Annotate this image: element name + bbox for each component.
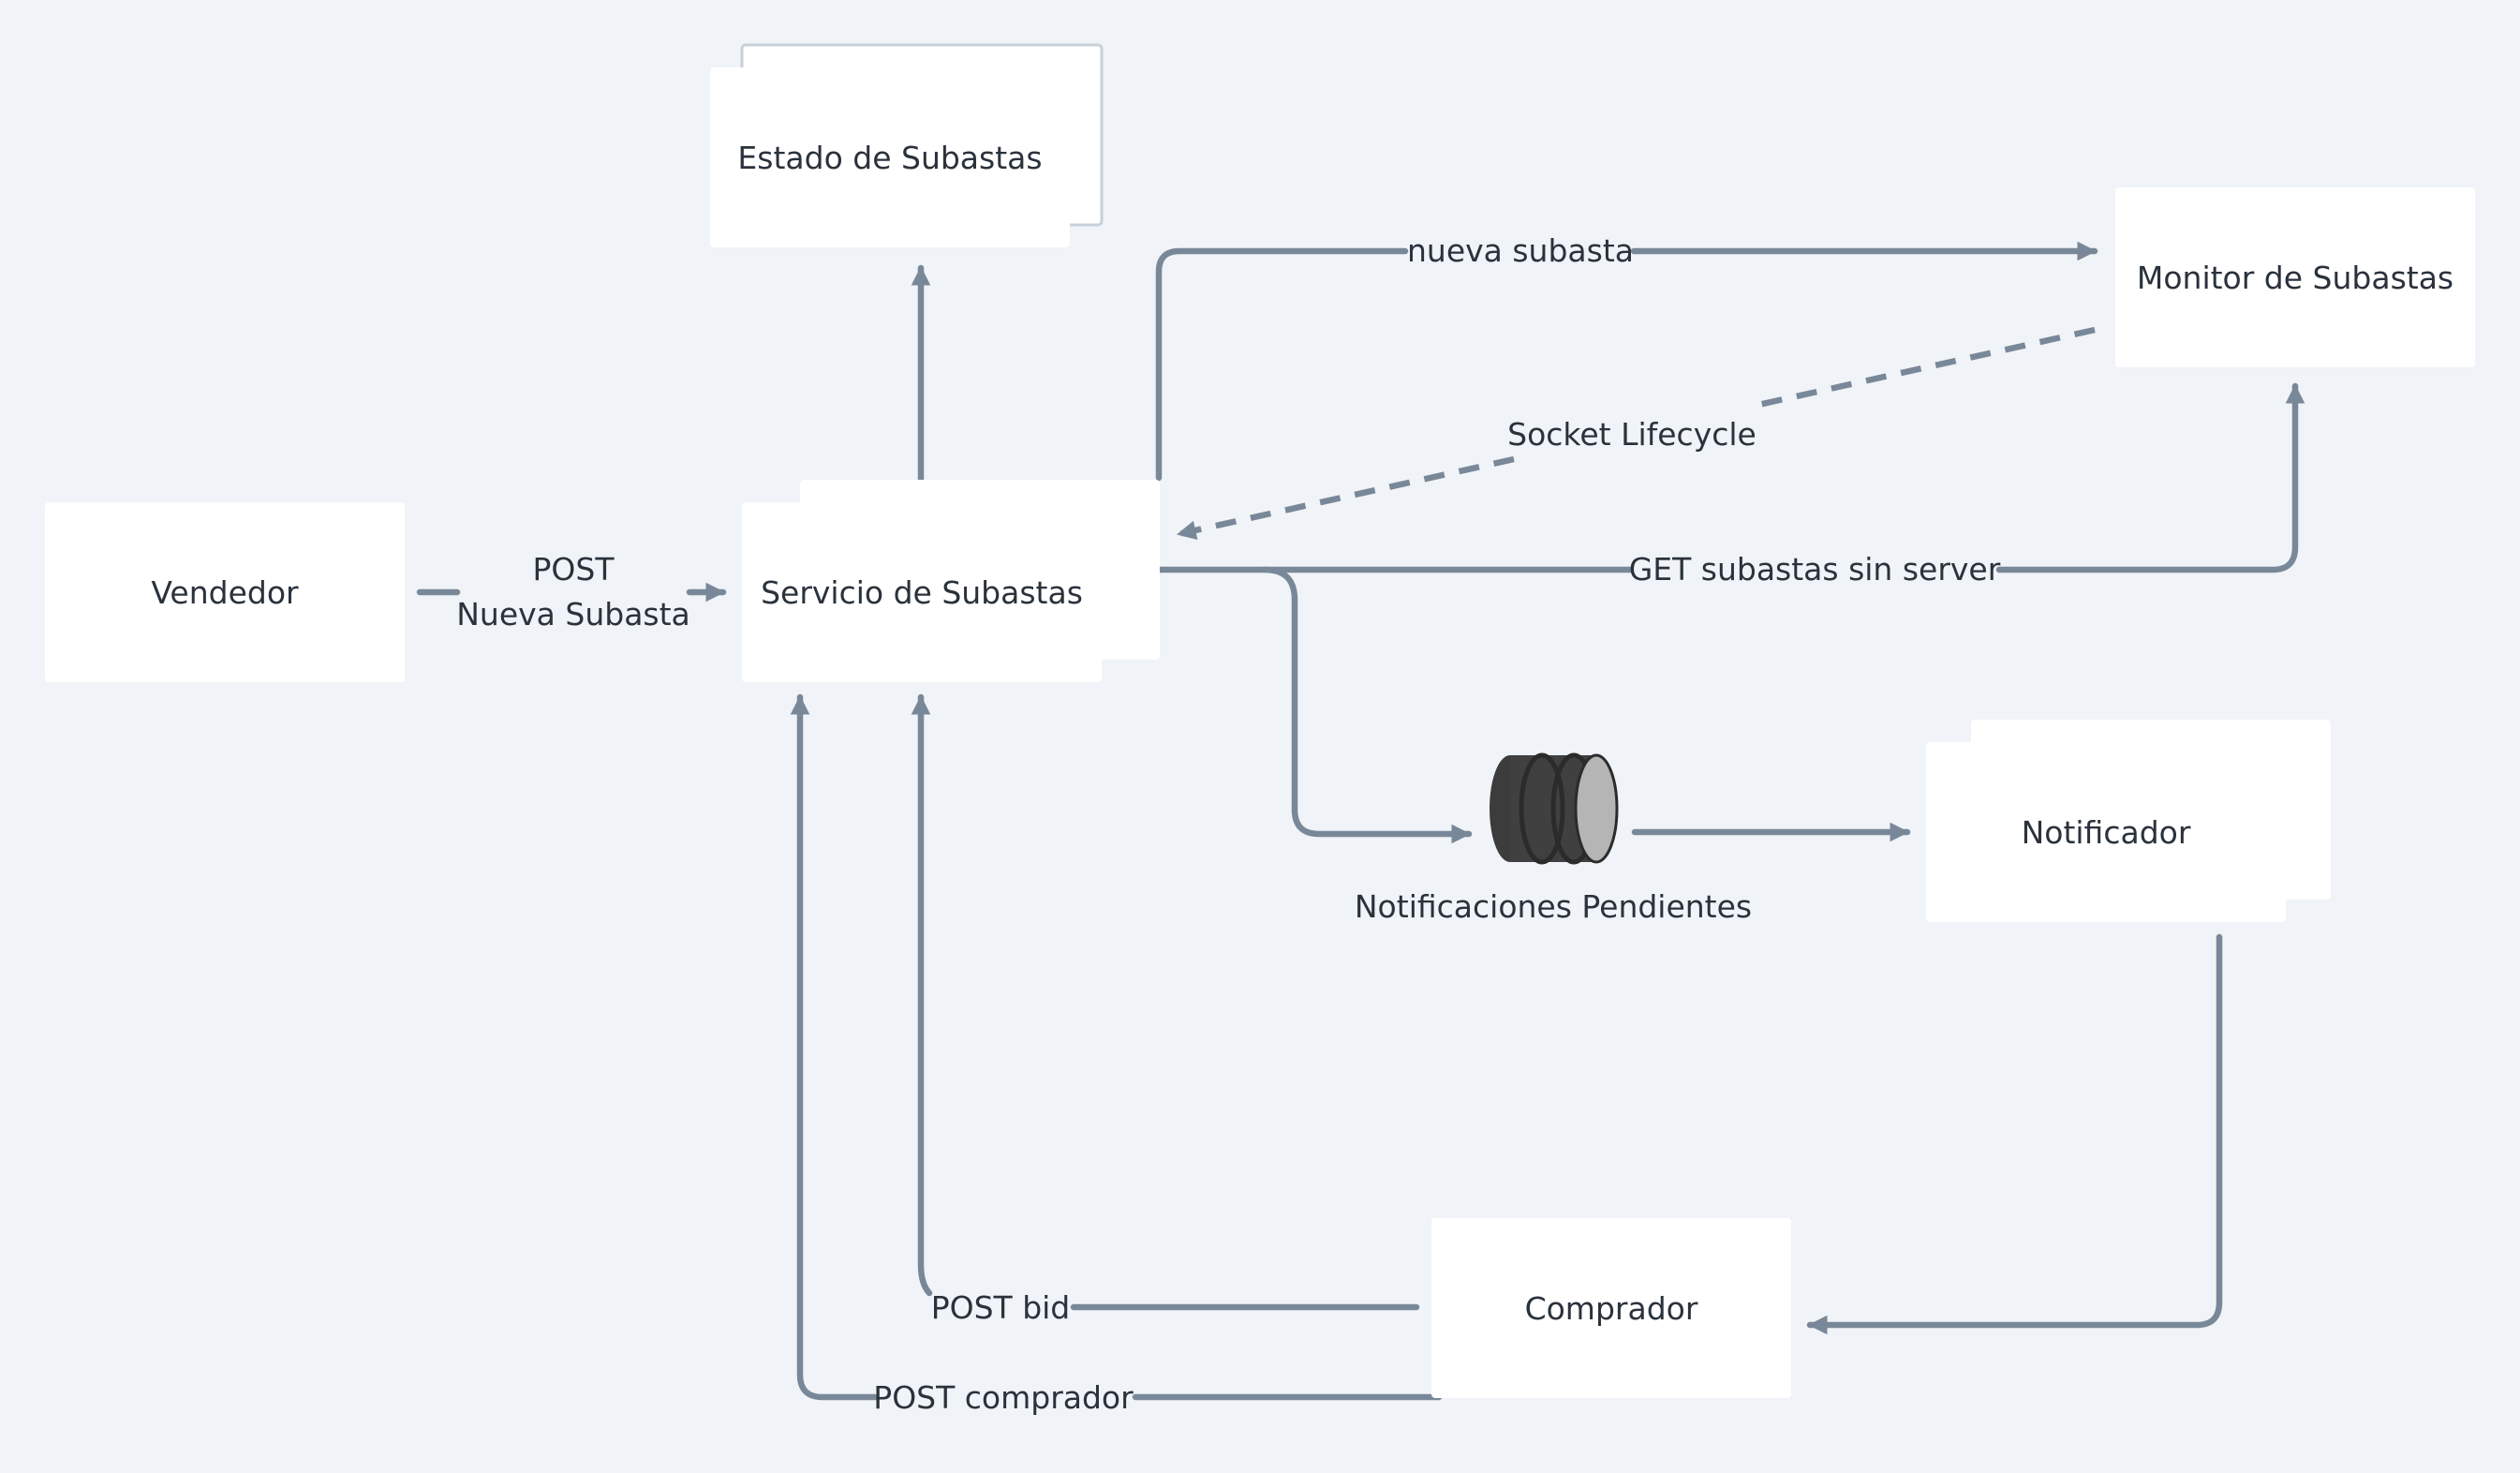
queue-notificaciones-pendientes[interactable]: Notificaciones Pendientes (1355, 752, 1752, 925)
edge-notificador-comprador (1806, 933, 2223, 1335)
node-vendedor[interactable]: Vendedor (45, 502, 405, 682)
node-label: Monitor de Subastas (2137, 260, 2453, 296)
node-label: Comprador (1525, 1290, 1698, 1327)
node-label: Estado de Subastas (737, 140, 1042, 176)
edge-socket-lifecycle-right (1749, 326, 2096, 410)
node-monitor-de-subastas[interactable]: Monitor de Subastas (2115, 187, 2475, 367)
node-label: Notificador (2022, 814, 2191, 851)
edge-socket-lifecycle (1176, 455, 1515, 541)
node-servicio-de-subastas[interactable]: Servicio de Subastas (742, 480, 1160, 682)
edge-servicio-queue (1261, 566, 1473, 844)
node-notificador[interactable]: Notificador (1926, 720, 2331, 922)
edge-post-bid (911, 693, 933, 1297)
edge-label-nueva-subasta: nueva subasta (1407, 232, 1634, 269)
edge-label-post: POST (533, 551, 615, 588)
edge-label-post-comprador: POST comprador (873, 1379, 1134, 1416)
edge-label-get-subastas: GET subastas sin server (1629, 551, 2001, 588)
edge-get-subastas (1995, 382, 2305, 573)
queue-label: Notificaciones Pendientes (1355, 888, 1752, 925)
edge-label-nueva-subasta-post: Nueva Subasta (456, 596, 690, 632)
edge-post-comprador (790, 693, 879, 1401)
node-label: Vendedor (151, 574, 299, 611)
queue-icon (1490, 752, 1619, 865)
edge-label-post-bid: POST bid (931, 1289, 1071, 1326)
edge-nueva-subasta-left (1155, 247, 1409, 482)
node-comprador[interactable]: Comprador (1431, 1218, 1791, 1398)
edge-label-socket-lifecycle: Socket Lifecycle (1507, 416, 1757, 453)
node-estado-de-subastas[interactable]: Estado de Subastas (710, 43, 1104, 247)
node-label: Servicio de Subastas (761, 574, 1083, 611)
